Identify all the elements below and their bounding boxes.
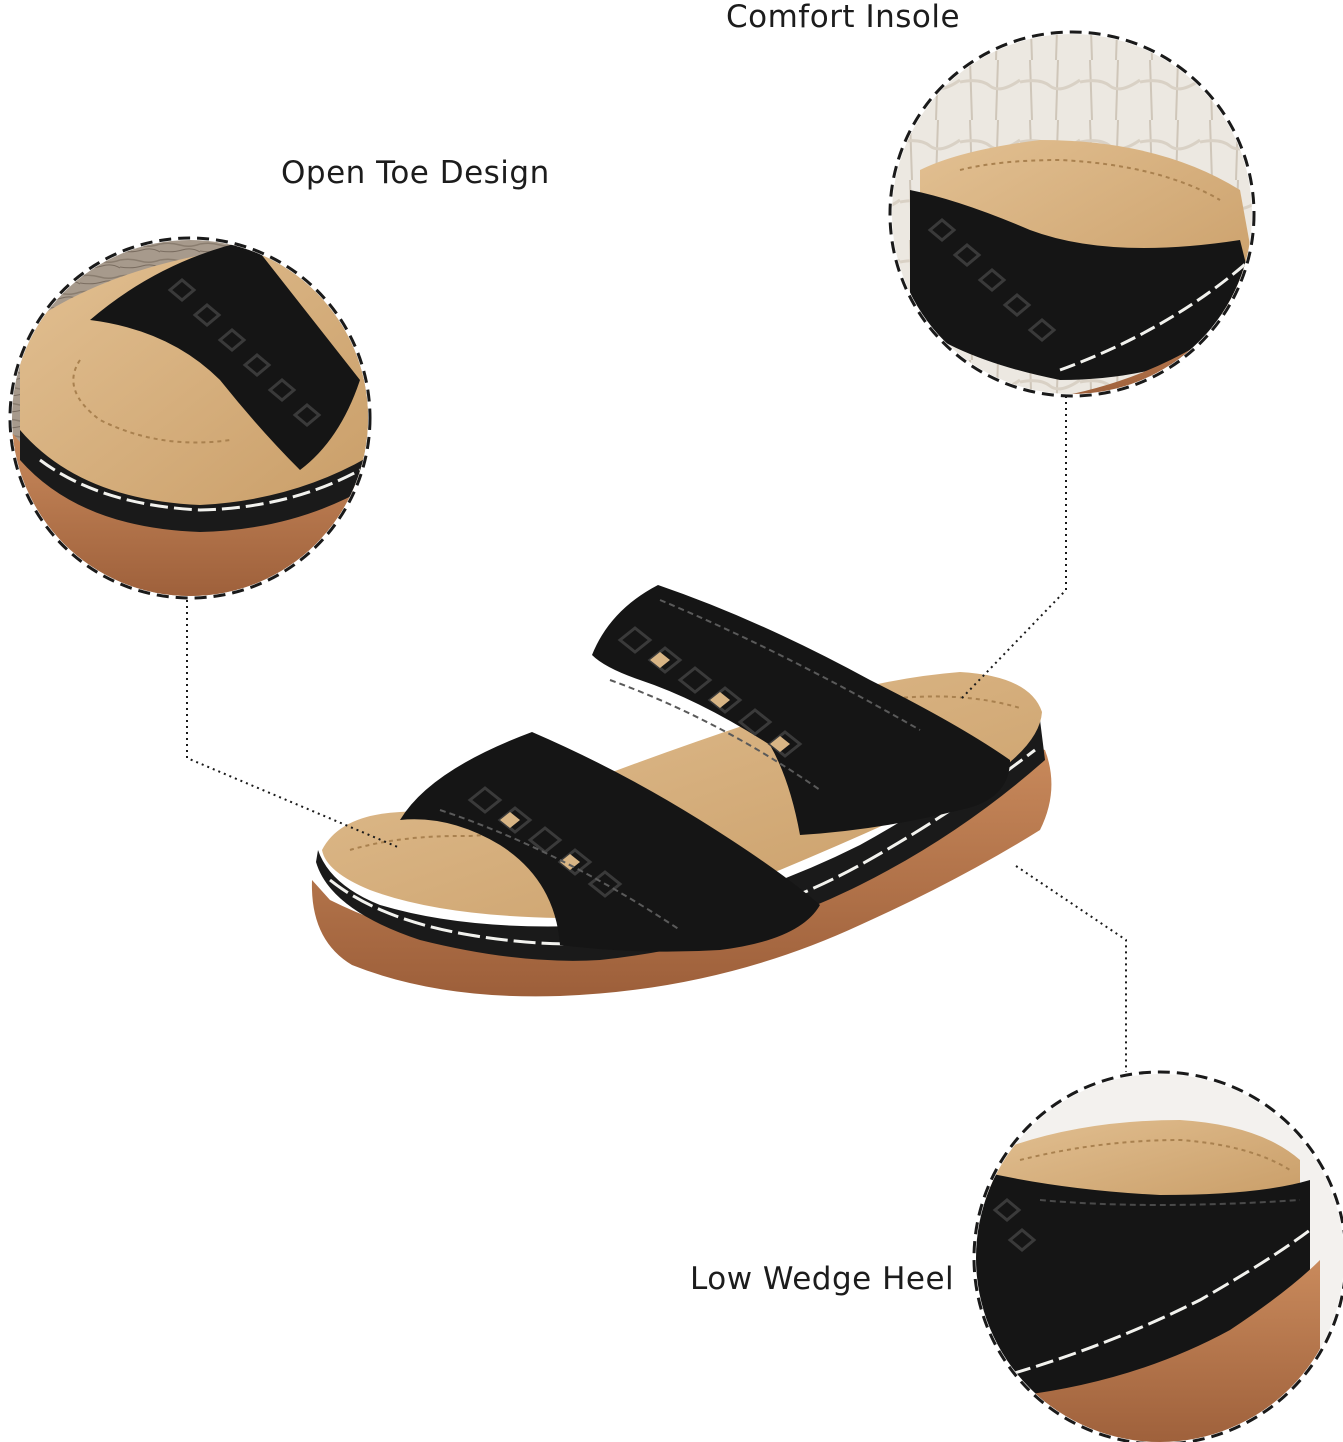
comfort-insole-leader-line — [959, 396, 1067, 701]
strap-lattice — [467, 626, 803, 898]
wedge-heel-leader-line — [1015, 865, 1127, 1072]
open-toe-callout-ring — [8, 236, 372, 600]
wedge-heel-callout-ring — [972, 1070, 1343, 1442]
wedge-heel-callout — [972, 865, 1343, 1442]
sandal-front-strap — [400, 732, 820, 952]
comfort-insole-detail-image — [892, 34, 1252, 394]
open-toe-design-label: Open Toe Design — [281, 155, 550, 191]
comfort-insole-callout — [888, 30, 1256, 701]
sandal-rear-strap — [592, 585, 1010, 835]
wedge-heel-detail-image — [976, 1074, 1343, 1442]
comfort-insole-label: Comfort Insole — [726, 0, 961, 35]
main-sandal — [311, 585, 1052, 997]
comfort-insole-callout-ring — [888, 30, 1256, 398]
open-toe-callout — [8, 236, 401, 849]
low-wedge-heel-label: Low Wedge Heel — [690, 1261, 955, 1297]
open-toe-detail-image — [12, 240, 368, 596]
open-toe-leader-line — [186, 600, 401, 849]
